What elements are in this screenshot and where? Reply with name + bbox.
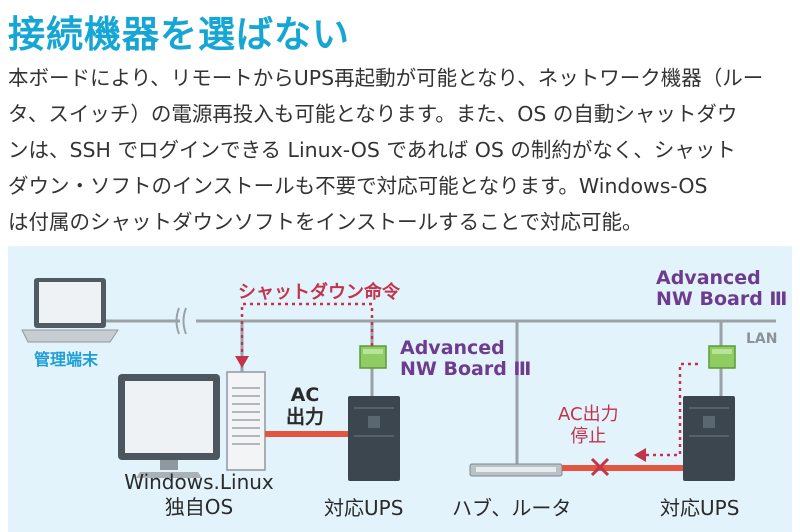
server-os-line1: Windows.Linux <box>124 470 274 494</box>
ac-output-stop-label: AC出力 停止 <box>558 404 619 448</box>
ac-output-stop-line1: AC出力 <box>558 404 619 425</box>
description-line: ンは、SSH でログインできる Linux-OS であれば OS の制約がなく、… <box>8 138 736 162</box>
server-os-line2: 独自OS <box>164 495 234 519</box>
nw-board-left-icon <box>359 345 387 369</box>
ups-right-icon <box>683 396 735 481</box>
diagram-canvas <box>21 278 776 481</box>
server-icon <box>226 371 266 471</box>
monitor-icon <box>118 374 220 478</box>
ups-right-label: 対応UPS <box>660 496 740 520</box>
lan-label: LAN <box>746 331 778 347</box>
admin-terminal-label: 管理端末 <box>34 350 99 369</box>
nw-board-right-line1: Advanced <box>656 267 761 289</box>
ac-output-line1: AC <box>290 384 320 406</box>
description-line: は付属のシャットダウンソフトをインストールすることで対応可能。 <box>8 210 643 234</box>
server-os-label: Windows.Linux 独自OS <box>104 470 294 520</box>
description-line: ダウン・ソフトのインストールも不要で対応可能となります。Windows-OS <box>8 174 708 198</box>
laptop-icon <box>21 278 119 343</box>
shutdown-command-arrow <box>235 302 374 368</box>
nw-board-right-icon <box>708 345 736 369</box>
nw-board-right-line2: NW Board Ⅲ <box>656 288 788 310</box>
hub-router-icon <box>469 463 563 477</box>
ups-left-icon <box>348 396 400 481</box>
nw-board-left-line1: Advanced <box>400 337 505 359</box>
hub-router-label: ハブ、ルータ <box>452 496 572 520</box>
description-paragraph: 本ボードにより、リモートからUPS再起動が可能となり、ネットワーク機器（ルー タ… <box>8 60 794 240</box>
description-line: 本ボードにより、リモートからUPS再起動が可能となり、ネットワーク機器（ルー <box>8 66 764 90</box>
description-line: タ、スイッチ）の電源再投入も可能となります。また、OS の自動シャットダウ <box>8 102 738 126</box>
lan-line <box>106 307 776 335</box>
ac-stop-arrow <box>634 362 698 462</box>
nw-board-left-label: Advanced NW Board Ⅲ <box>400 338 531 380</box>
ac-output-line2: 出力 <box>286 406 325 428</box>
nw-board-right-label: Advanced NW Board Ⅲ <box>656 268 787 310</box>
network-diagram: 管理端末 LAN シャットダウン命令 Advanced NW Board Ⅲ A… <box>8 246 792 532</box>
ups-left-label: 対応UPS <box>324 496 404 520</box>
nw-board-left-line2: NW Board Ⅲ <box>400 358 532 380</box>
ac-output-stop-line2: 停止 <box>570 426 607 447</box>
page-title: 接続機器を選ばない <box>8 13 350 56</box>
ac-output-label: AC 出力 <box>286 384 324 428</box>
shutdown-command-label: シャットダウン命令 <box>238 282 400 303</box>
cut-cross-icon <box>590 457 610 477</box>
